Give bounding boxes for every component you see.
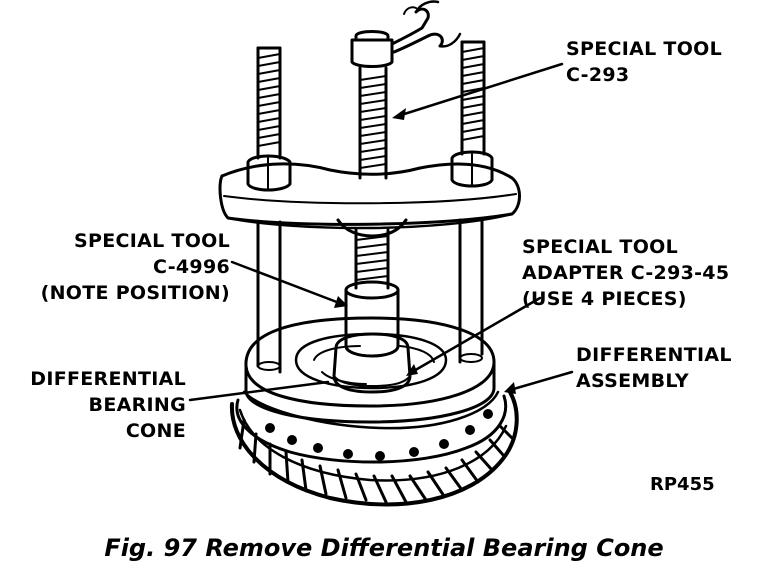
label-line: (NOTE POSITION) [40,282,230,304]
label-special-tool-adapter: SPECIAL TOOL ADAPTER C-293-45 (USE 4 PIE… [522,234,729,312]
label-line: SPECIAL TOOL [522,236,678,258]
label-line: ASSEMBLY [576,370,689,392]
label-differential-assembly: DIFFERENTIAL ASSEMBLY [576,342,732,394]
label-line: DIFFERENTIAL [576,344,732,366]
label-line: C-4996 [153,256,230,278]
differential-case [235,390,508,464]
label-special-tool-c293: SPECIAL TOOL C-293 [566,36,722,88]
label-line: BEARING [88,394,186,416]
label-line: SPECIAL TOOL [74,230,230,252]
side-rods [256,218,484,374]
wrench [390,0,462,54]
forcing-screw-upper [350,30,394,180]
puller-crossbar [218,162,521,230]
label-line: DIFFERENTIAL [30,368,186,390]
threaded-studs [256,40,486,160]
label-line: ADAPTER C-293-45 [522,262,730,284]
arrow-head [392,108,406,120]
bearing-cone [332,332,412,394]
figure-caption: Fig. 97 Remove Differential Bearing Cone [104,534,664,562]
label-special-tool-c4996: SPECIAL TOOL C-4996 (NOTE POSITION) [40,228,230,306]
tool-c4996 [344,280,400,358]
label-line: SPECIAL TOOL [566,38,722,60]
figure-code: RP455 [650,474,715,495]
label-line: C-293 [566,64,630,86]
arrow-head [334,296,348,308]
label-differential-bearing-cone: DIFFERENTIAL BEARING CONE [20,366,186,444]
label-line: (USE 4 PIECES) [522,288,687,310]
arrow-head [504,382,516,394]
forcing-screw-lower [336,218,408,290]
leader-lines [188,62,574,402]
label-line: CONE [125,420,186,442]
arrow-head [406,364,418,376]
